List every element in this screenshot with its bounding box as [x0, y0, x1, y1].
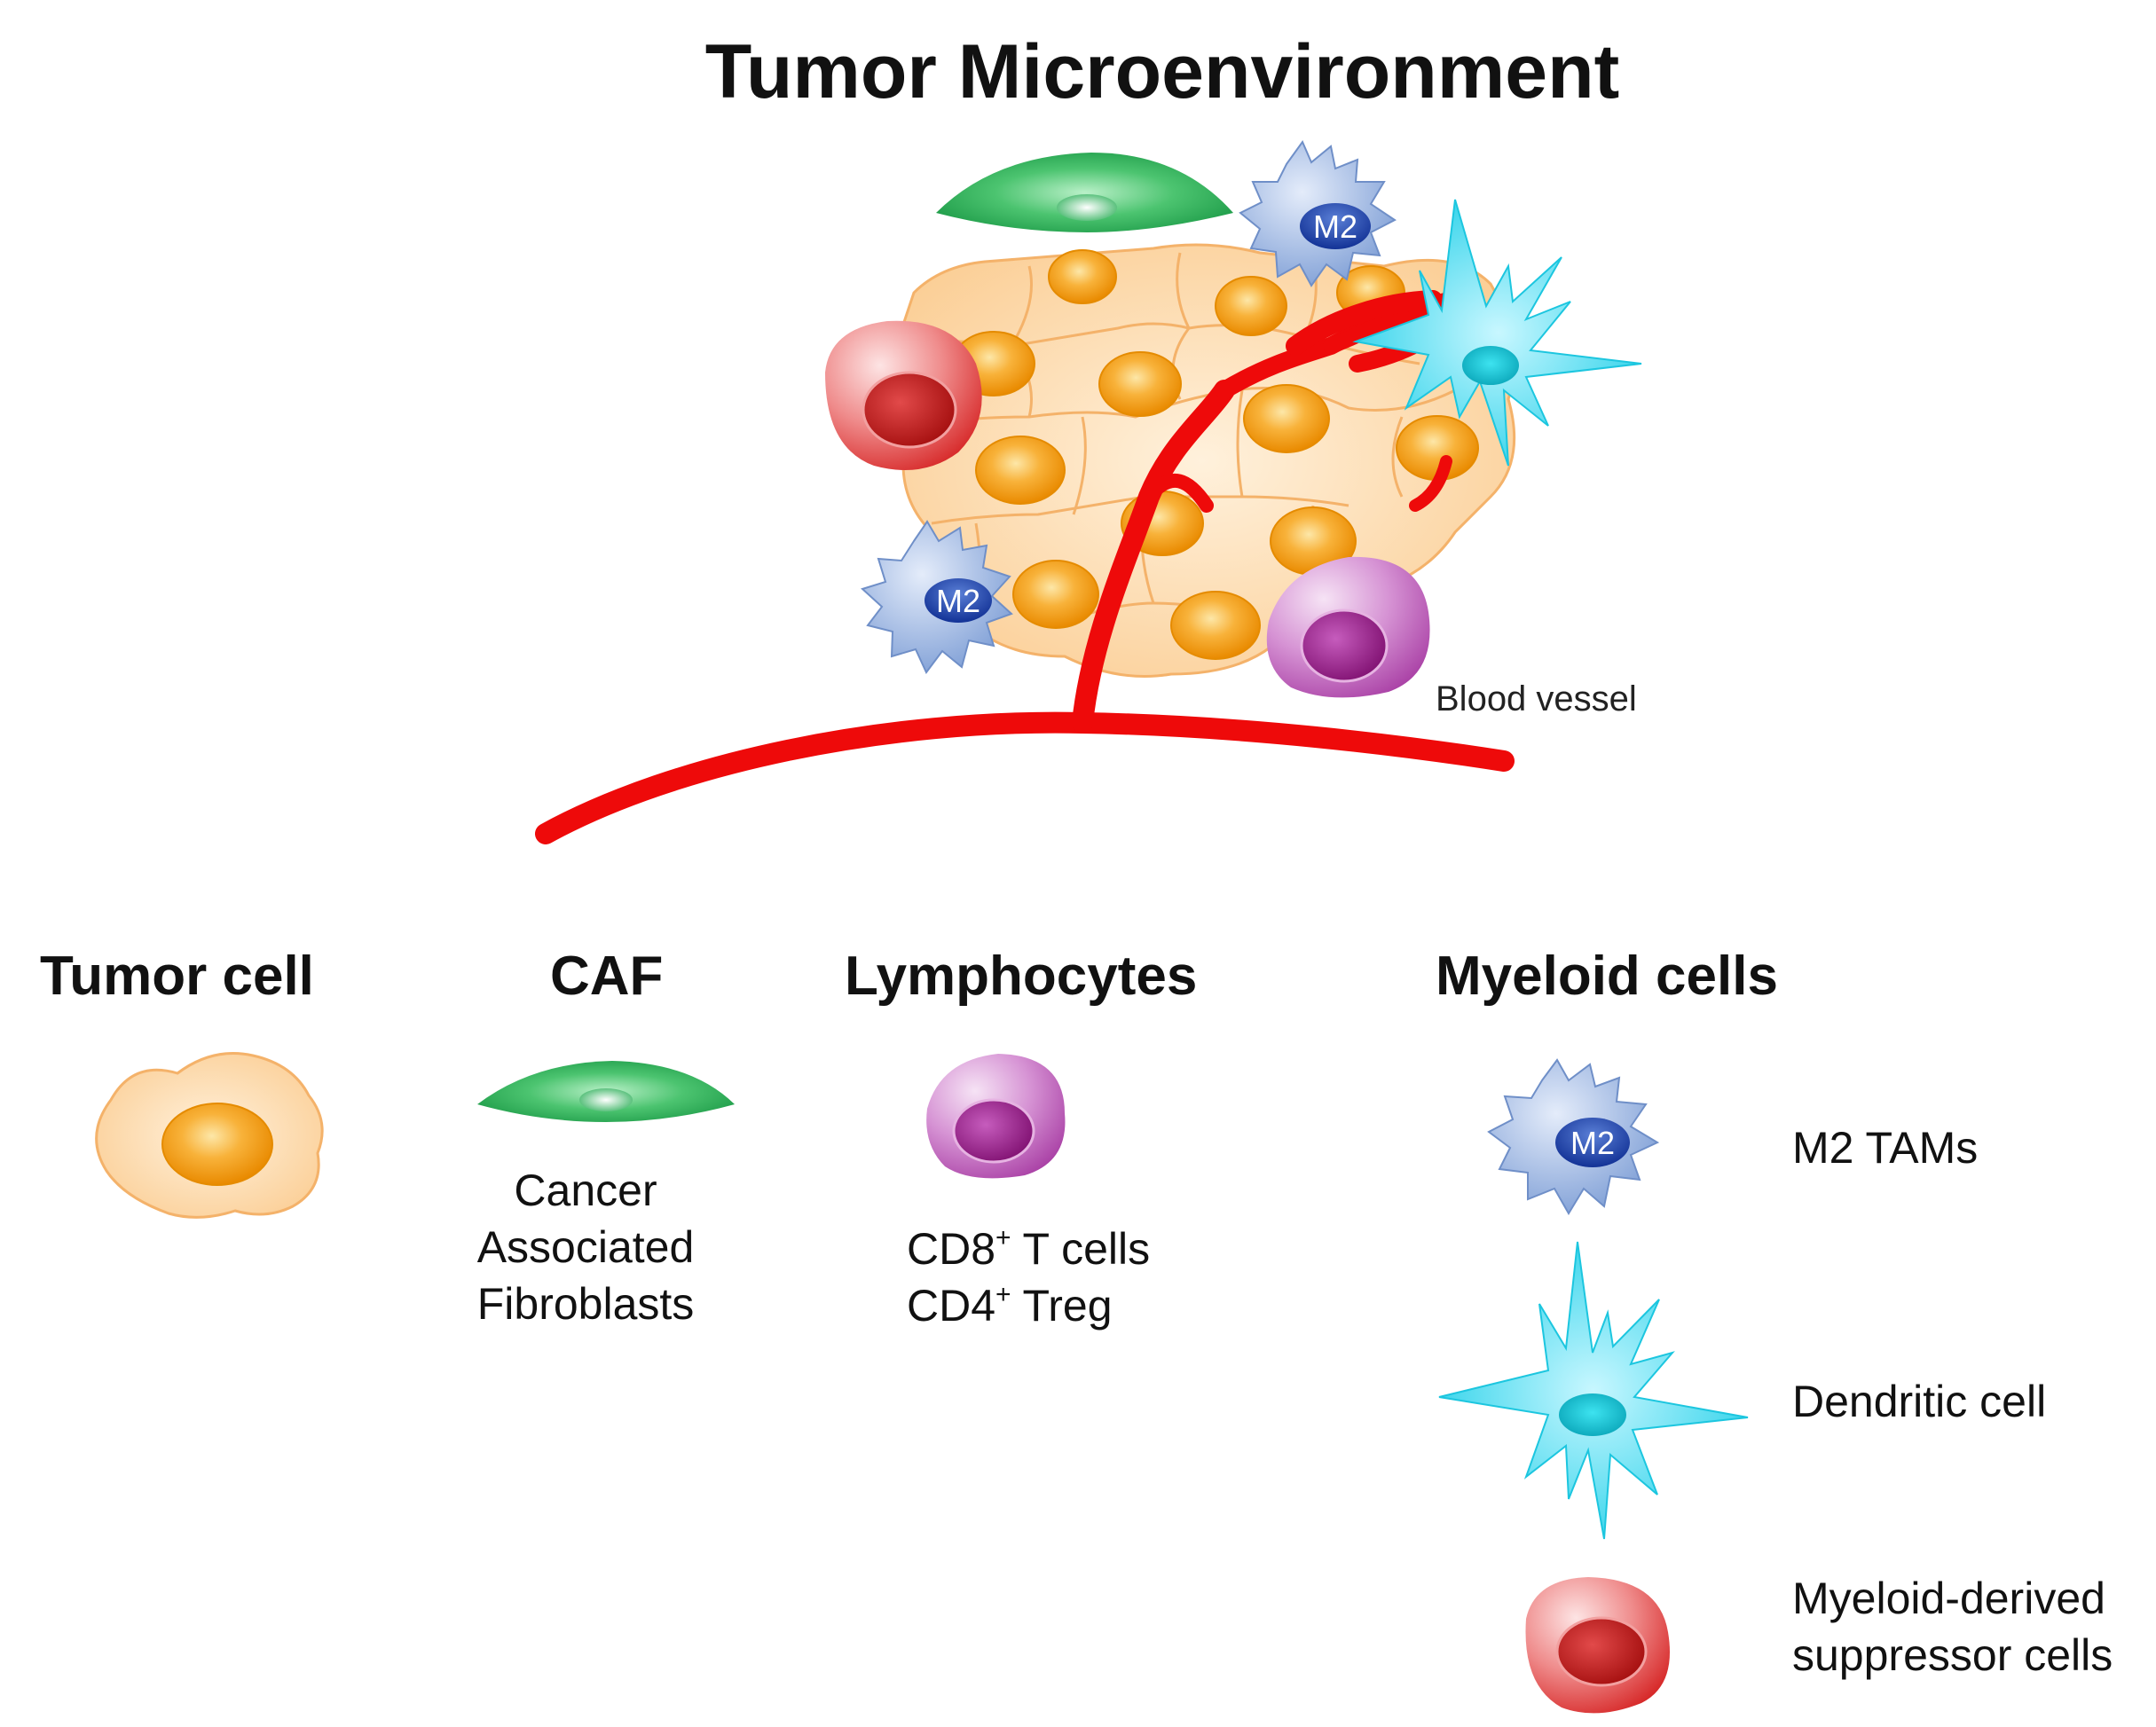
cd4-line: CD4+ Treg — [907, 1277, 1150, 1334]
mdsc-icon — [1525, 1577, 1670, 1714]
cd4-suffix: Treg — [1011, 1281, 1113, 1331]
m2-tams-label: M2 TAMs — [1792, 1123, 1979, 1173]
caf-description: Cancer Associated Fibroblasts — [444, 1162, 728, 1332]
cd8-sup: + — [995, 1223, 1011, 1252]
caf-icon — [477, 1061, 735, 1122]
mdsc-cell-scene — [825, 320, 982, 470]
cd8-suffix: T cells — [1011, 1224, 1151, 1274]
legend-heading-lymphocytes: Lymphocytes — [845, 946, 1198, 1007]
caf-cell-scene — [936, 153, 1233, 232]
lymphocyte-icon — [926, 1054, 1066, 1179]
dendritic-cell-icon — [1438, 1241, 1749, 1540]
dendritic-cell-scene — [1352, 199, 1642, 467]
mdsc-line-1: Myeloid-derived — [1792, 1574, 2105, 1623]
legend-heading-tumor-cell: Tumor cell — [40, 946, 314, 1007]
cd4-text: CD4 — [907, 1281, 996, 1331]
m2-label-legend: M2 — [1570, 1125, 1615, 1161]
lymphocyte-description: CD8+ T cells CD4+ Treg — [907, 1221, 1150, 1334]
cd8-line: CD8+ T cells — [907, 1221, 1150, 1277]
caf-line-2: Associated — [476, 1222, 695, 1272]
blood-vessel-label: Blood vessel — [1436, 679, 1637, 718]
m2-macrophage-scene-bottom: M2 — [861, 520, 1013, 674]
caf-line-1: Cancer — [514, 1166, 657, 1215]
diagram-title: Tumor Microenvironment — [704, 29, 1620, 114]
lymphocyte-scene — [1266, 556, 1430, 698]
cd8-text: CD8 — [907, 1224, 996, 1274]
mdsc-label: Myeloid-derived suppressor cells — [1792, 1570, 2113, 1684]
m2-macrophage-icon: M2 — [1487, 1058, 1660, 1215]
legend-heading-myeloid-cells: Myeloid cells — [1436, 946, 1778, 1007]
m2-macrophage-scene-top: M2 — [1239, 139, 1397, 287]
mdsc-line-2: suppressor cells — [1792, 1630, 2113, 1680]
m2-label-scene-top: M2 — [1313, 208, 1357, 245]
m2-label-scene-bottom: M2 — [936, 583, 980, 619]
caf-line-3: Fibroblasts — [476, 1279, 695, 1329]
legend-heading-caf: CAF — [550, 946, 664, 1007]
dendritic-cell-label: Dendritic cell — [1792, 1377, 2047, 1426]
cd4-sup: + — [995, 1280, 1011, 1309]
tumor-cell-icon — [95, 1052, 324, 1219]
